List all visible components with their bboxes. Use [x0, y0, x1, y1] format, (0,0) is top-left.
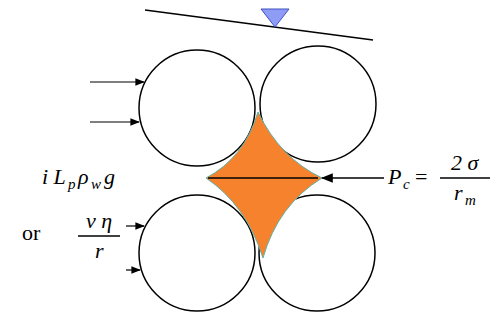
fraction-denominator: r — [454, 182, 463, 204]
radius-line — [208, 177, 318, 179]
flow-arrow — [90, 81, 144, 82]
formula-term: ρ — [78, 166, 89, 188]
fraction-numerator: v η — [86, 210, 112, 232]
formula-subscript: p — [68, 177, 76, 192]
fraction-bar — [440, 177, 490, 178]
water-table-line — [145, 10, 373, 40]
formula-term: i L — [42, 166, 66, 188]
formula-term: P — [388, 166, 401, 188]
formula-subscript: c — [403, 177, 410, 192]
pressure-arrow — [322, 177, 384, 179]
flow-arrow — [126, 269, 140, 270]
fraction-denominator: r — [95, 240, 104, 262]
flow-arrow — [126, 225, 144, 226]
fraction-numerator: 2 σ — [451, 152, 478, 174]
soil-grain — [139, 195, 255, 311]
formula-subscript: m — [465, 193, 476, 208]
connective-word: or — [22, 222, 40, 244]
oil-ganglion — [206, 112, 322, 258]
water-table-symbol — [261, 9, 289, 27]
soil-grain — [139, 50, 255, 166]
formula-term: g — [104, 166, 115, 188]
equals-sign: = — [415, 166, 427, 188]
flow-arrow — [90, 121, 139, 122]
formula-subscript: w — [91, 177, 101, 192]
fraction-bar — [78, 235, 120, 236]
